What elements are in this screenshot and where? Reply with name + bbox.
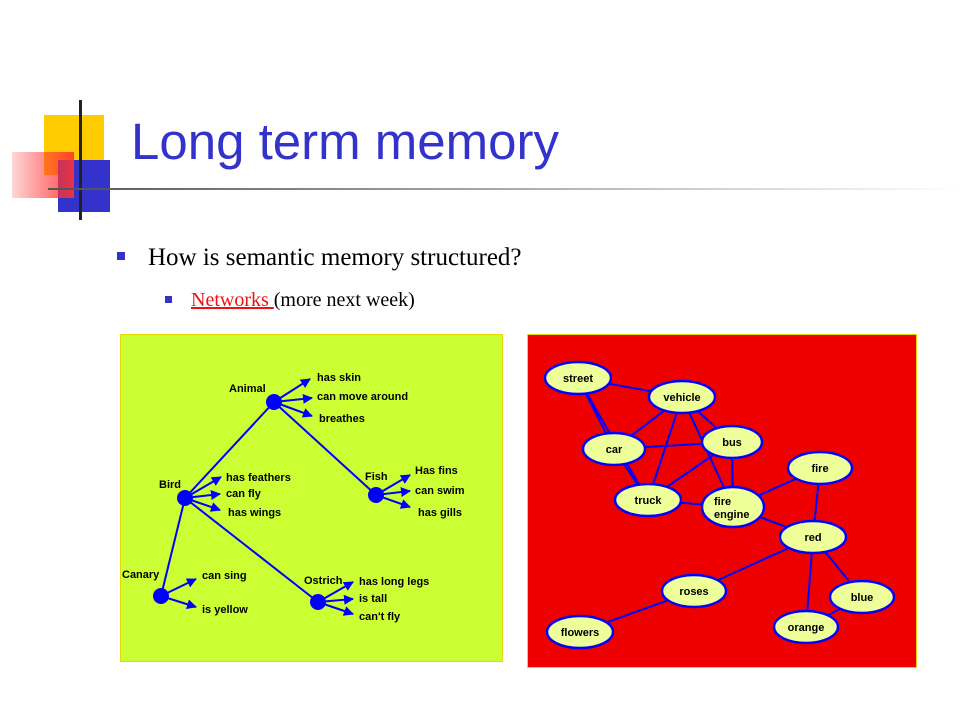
node-label: car <box>606 444 623 456</box>
prop-ostrich-1: has long legs <box>359 576 429 588</box>
networks-link[interactable]: Networks <box>191 289 274 311</box>
link-vehicle-truck <box>647 396 683 501</box>
prop-fish-3: has gills <box>418 507 462 519</box>
prop-ostrich-3: can't fly <box>359 611 401 623</box>
link-animal-bird <box>184 401 275 499</box>
node-truck: truck <box>613 482 683 518</box>
node-label: flowers <box>561 627 600 639</box>
node-ellipse <box>786 450 854 486</box>
node-ellipse <box>545 614 615 650</box>
prop-fish-2: can swim <box>415 485 465 497</box>
node-ellipse <box>772 609 840 645</box>
link-bird-ostrich <box>184 497 319 603</box>
node-label: red <box>804 532 821 544</box>
node-canary <box>153 588 169 604</box>
label-canary: Canary <box>122 569 160 581</box>
prop-animal-3: breathes <box>319 413 365 425</box>
node-ostrich <box>310 594 326 610</box>
prop-canary-2: is yellow <box>202 604 248 616</box>
node-flowers: flowers <box>545 614 615 650</box>
node-red: red <box>778 519 848 555</box>
label-bird: Bird <box>159 479 181 491</box>
node-label: orange <box>788 622 825 634</box>
hierarchy-network-diagram: Animal Bird Fish Canary Ostrich has skin… <box>120 334 503 662</box>
prop-bird-3: has wings <box>228 507 281 519</box>
node-label-line: fire <box>714 496 731 508</box>
node-label: roses <box>679 586 708 598</box>
node-ellipse <box>700 424 764 460</box>
title-decoration <box>12 100 960 220</box>
label-ostrich: Ostrich <box>304 575 343 587</box>
node-bird <box>177 490 193 506</box>
bullet-marker <box>117 252 125 261</box>
node-orange: orange <box>772 609 840 645</box>
bullet-question-text: How is semantic memory structured? <box>148 244 522 271</box>
node-ellipse <box>660 573 728 609</box>
bullet-marker <box>165 295 172 303</box>
prop-animal-1: has skin <box>317 372 361 384</box>
node-label-line: engine <box>714 509 749 521</box>
node-vehicle: vehicle <box>647 379 717 415</box>
node-car: car <box>581 431 647 467</box>
node-ellipse <box>581 431 647 467</box>
prop-ostrich-2: is tall <box>359 593 387 605</box>
prop-bird-1: has feathers <box>226 472 291 484</box>
node-label: street <box>563 373 593 385</box>
node-animal <box>266 394 282 410</box>
node-fish <box>368 487 384 503</box>
node-ellipse <box>828 579 896 615</box>
node-ellipse <box>700 485 766 529</box>
prop-bird-2: can fly <box>226 488 262 500</box>
node-bus: bus <box>700 424 764 460</box>
node-label: vehicle <box>663 392 700 404</box>
node-ellipse <box>647 379 717 415</box>
bullet-question: How is semantic memory structured? <box>117 244 522 272</box>
node-blue: blue <box>828 579 896 615</box>
node-label: fire <box>811 463 828 475</box>
node-ellipse <box>778 519 848 555</box>
link-bird-canary <box>160 497 186 597</box>
node-roses: roses <box>660 573 728 609</box>
node-street: street <box>543 360 613 396</box>
prop-animal-2: can move around <box>317 391 408 403</box>
sub-bullet-text: (more next week) <box>273 289 415 311</box>
node-fire: fire <box>786 450 854 486</box>
node-label: bus <box>722 437 742 449</box>
prop-canary-1: can sing <box>202 570 247 582</box>
label-animal: Animal <box>229 383 266 395</box>
node-label: blue <box>851 592 874 604</box>
label-fish: Fish <box>365 471 388 483</box>
link-animal-fish <box>273 401 377 496</box>
prop-fish-1: Has fins <box>415 465 458 477</box>
slide-title: Long term memory <box>131 113 559 170</box>
node-ellipse <box>543 360 613 396</box>
node-ellipse <box>613 482 683 518</box>
node-label: truck <box>635 495 663 507</box>
sub-bullet-networks: Networks (more next week) <box>165 289 415 312</box>
